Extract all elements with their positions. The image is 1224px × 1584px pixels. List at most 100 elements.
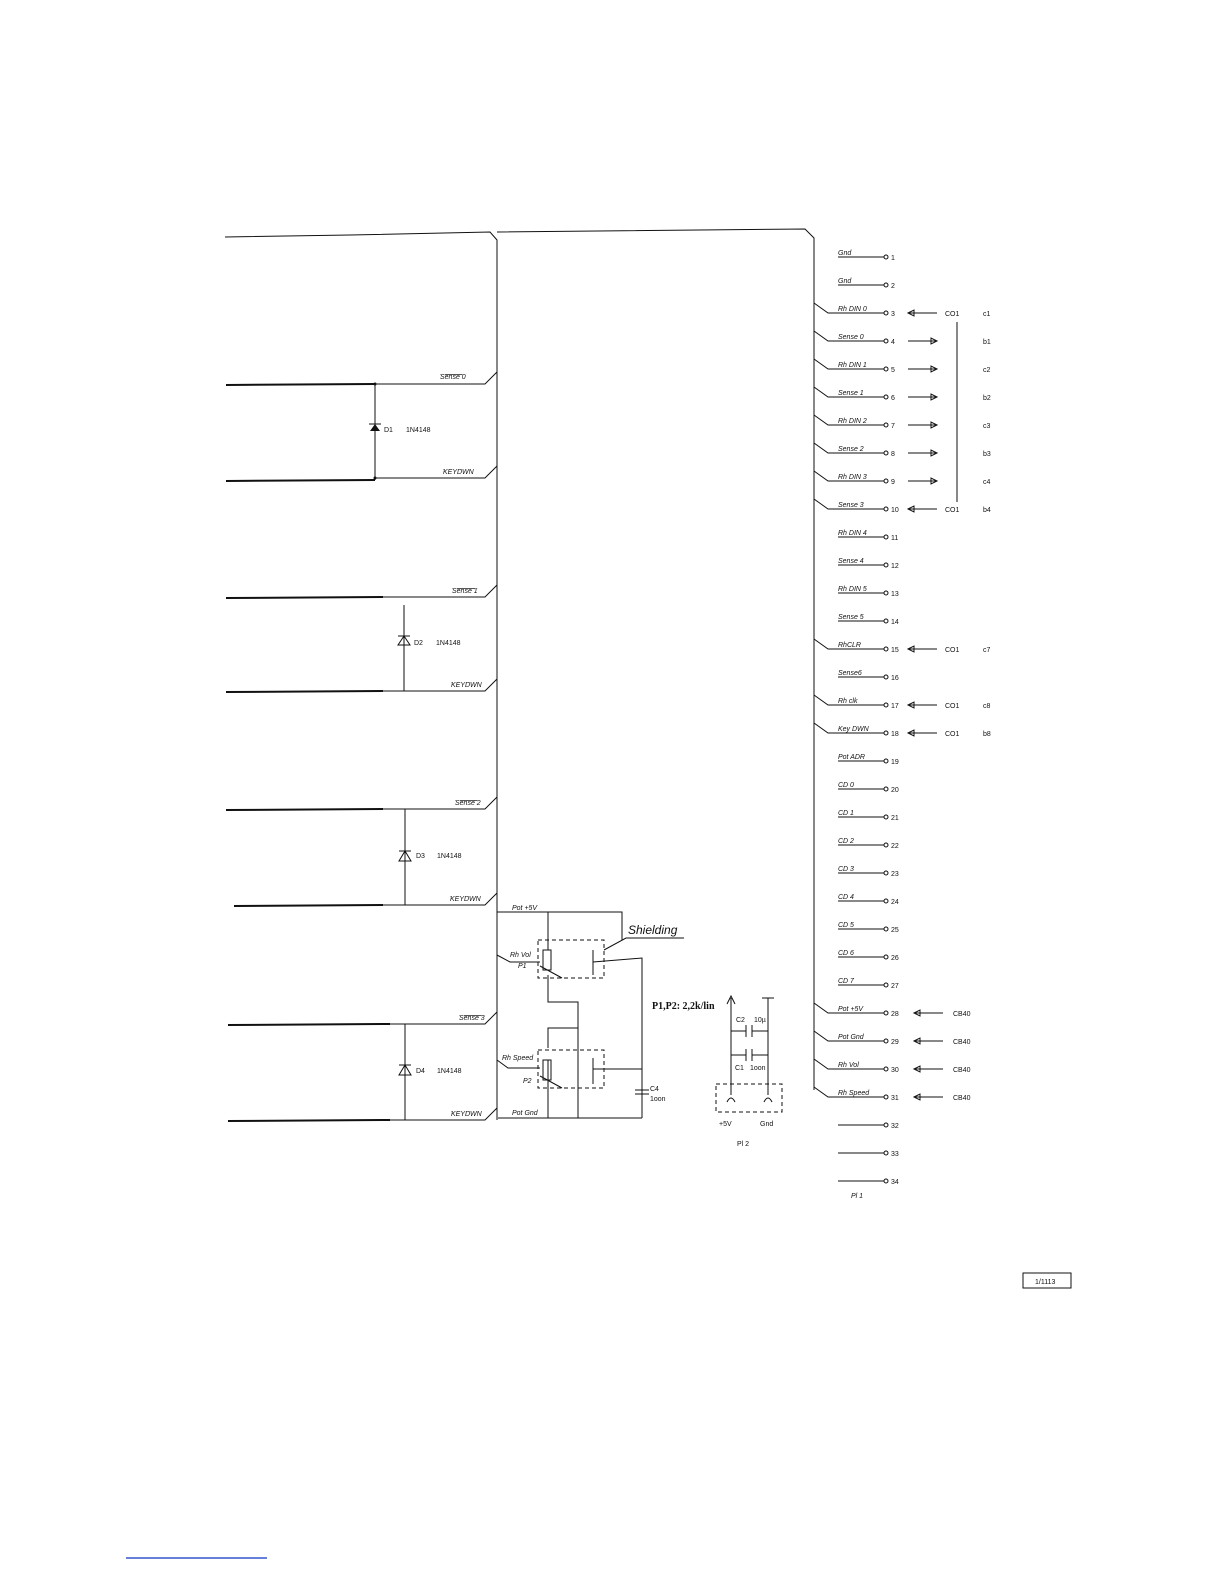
pin-terminal-12: [883, 562, 889, 568]
pin-line-5: [813, 358, 884, 370]
pin-col-17: c8: [983, 703, 991, 710]
pin-terminal-25: [883, 926, 889, 932]
pin-ext-28: CB40: [953, 1011, 971, 1018]
pin-label-29: Pot Gnd: [838, 1034, 865, 1041]
pin-label-2: Gnd: [838, 278, 852, 285]
pl2-name: Pl 2: [737, 1141, 749, 1148]
p2-label: P2: [523, 1078, 532, 1085]
pl2-connector: [715, 994, 783, 1113]
pin-ext-30: CB40: [953, 1067, 971, 1074]
pin-number-4: 4: [891, 339, 895, 346]
pin-line-9: [813, 470, 884, 482]
pin-number-21: 21: [891, 815, 899, 822]
pl1-name: Pl 1: [851, 1193, 863, 1200]
pin-label-6: Sense 1: [838, 390, 864, 397]
pin-terminal-33: [883, 1150, 889, 1156]
net-label-sense2: Sense 2: [455, 800, 481, 807]
pin-label-15: RhCLR: [838, 642, 861, 649]
pin-terminal-23: [883, 870, 889, 876]
pin-col-6: b2: [983, 395, 991, 402]
pin-number-1: 1: [891, 255, 895, 262]
pin-number-29: 29: [891, 1039, 899, 1046]
bus-left: [224, 231, 498, 1120]
pin-col-5: c2: [983, 367, 991, 374]
pin-label-25: CD 5: [838, 922, 854, 929]
pin-label-8: Sense 2: [838, 446, 864, 453]
pin-terminal-31: [883, 1094, 889, 1100]
diode-d4-ref: D4: [416, 1068, 425, 1075]
pin-label-14: Sense 5: [838, 614, 864, 621]
pin-terminal-5: [883, 366, 889, 372]
net-label-sense3: Sense 3: [459, 1015, 485, 1022]
pl2-5v-label: +5V: [719, 1121, 732, 1128]
pin-number-12: 12: [891, 563, 899, 570]
pin-number-22: 22: [891, 843, 899, 850]
pin-terminal-17: [883, 702, 889, 708]
pin-number-15: 15: [891, 647, 899, 654]
pin-label-19: Pot ADR: [838, 754, 865, 761]
pin-line-4: [813, 330, 884, 342]
pin-label-26: CD 6: [838, 950, 854, 957]
pin-label-24: CD 4: [838, 894, 854, 901]
pin-terminal-13: [883, 590, 889, 596]
pin-label-17: Rh clk: [838, 698, 858, 705]
net-label-keydwn-4: KEYDWN: [451, 1111, 483, 1118]
c4-value: 1oon: [650, 1096, 666, 1103]
pin-number-31: 31: [891, 1095, 899, 1102]
pin-number-10: 10: [891, 507, 899, 514]
pin-ext-15: CO1: [945, 647, 960, 654]
net-label-keydwn-3: KEYDWN: [450, 896, 482, 903]
pin-col-8: b3: [983, 451, 991, 458]
pin-label-12: Sense 4: [838, 558, 864, 565]
pin-number-33: 33: [891, 1151, 899, 1158]
pin-col-15: c7: [983, 647, 991, 654]
shield-leader: [603, 937, 684, 951]
pin-terminal-20: [883, 786, 889, 792]
pin-label-31: Rh Speed: [838, 1090, 870, 1097]
pin-number-2: 2: [891, 283, 895, 290]
pin-number-3: 3: [891, 311, 895, 318]
pin-label-21: CD 1: [838, 810, 854, 817]
pin-line-10: [813, 498, 884, 510]
pin-label-7: Rh DIN 2: [838, 418, 867, 425]
pin-label-28: Pot +5V: [838, 1006, 864, 1013]
pin-number-5: 5: [891, 367, 895, 374]
diode-d2: [397, 605, 411, 691]
pin-arrow-10: [906, 505, 937, 513]
pot-section-wires: [496, 911, 643, 1119]
shield-box-p1: [537, 939, 605, 979]
pot-p2-body: [542, 1059, 552, 1081]
pin-ext-29: CB40: [953, 1039, 971, 1046]
pl2-c1-ref: C1: [735, 1065, 744, 1072]
pin-arrow-9: [908, 477, 939, 485]
pl2-c2-value: 10µ: [754, 1017, 766, 1024]
diode-d4: [398, 1024, 412, 1120]
pin-line-7: [813, 414, 884, 426]
pin-number-7: 7: [891, 423, 895, 430]
pin-number-19: 19: [891, 759, 899, 766]
pin-arrow-3: [906, 309, 937, 317]
diode-d2-ref: D2: [414, 640, 423, 647]
c4-ref: C4: [650, 1086, 659, 1093]
pin-ext-10: CO1: [945, 507, 960, 514]
pl2-c2-ref: C2: [736, 1017, 745, 1024]
pin-number-32: 32: [891, 1123, 899, 1130]
pin-terminal-10: [883, 506, 889, 512]
diode-d1-part: 1N4148: [406, 427, 431, 434]
pin-label-13: Rh DIN 5: [838, 586, 867, 593]
pin-terminal-22: [883, 842, 889, 848]
pin-col-7: c3: [983, 423, 991, 430]
bus-top: [496, 228, 815, 1090]
pin-terminal-32: [883, 1122, 889, 1128]
pin-arrow-30: [912, 1065, 943, 1073]
doc-number-box: [1022, 1272, 1072, 1289]
pin-label-20: CD 0: [838, 782, 854, 789]
pin-label-5: Rh DIN 1: [838, 362, 867, 369]
pot-gnd-label: Pot Gnd: [512, 1110, 539, 1117]
pin-arrow-5: [908, 365, 939, 373]
pin-arrow-15: [906, 645, 937, 653]
pin-line-17: [813, 694, 884, 706]
pin-arrow-18: [906, 729, 937, 737]
diode-d4-part: 1N4148: [437, 1068, 462, 1075]
